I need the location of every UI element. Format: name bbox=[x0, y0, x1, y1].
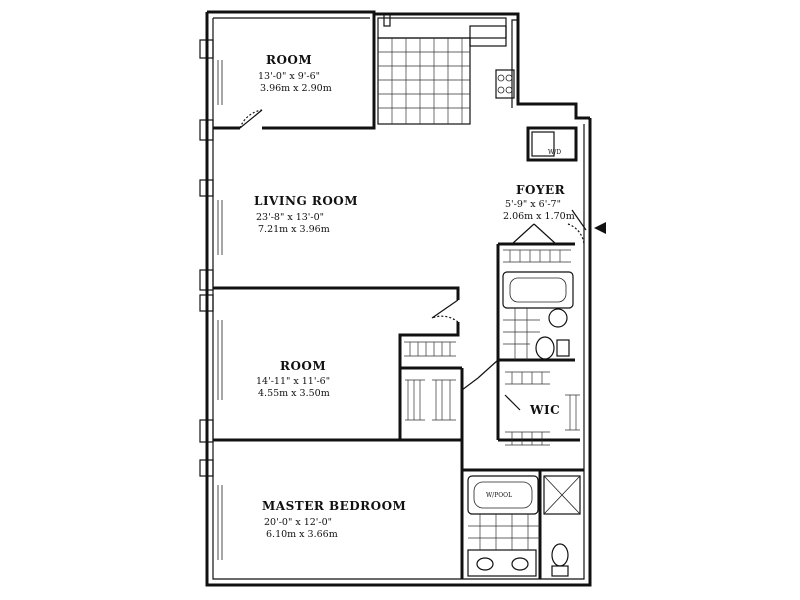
kitchen-tiles bbox=[377, 13, 515, 125]
washer-dryer-label: W/D bbox=[548, 149, 561, 156]
door-swings bbox=[239, 109, 587, 411]
living-room-dim-metric: 7.21m x 3.96m bbox=[258, 224, 330, 235]
outer-walls bbox=[205, 10, 592, 587]
foyer-label: FOYER 5'-9" x 6'-7" 2.06m x 1.70m bbox=[503, 183, 575, 222]
room1-label: ROOM 13'-0" x 9'-6" 3.96m x 2.90m bbox=[258, 53, 332, 94]
bath1-fixtures bbox=[502, 271, 574, 360]
interior-walls bbox=[213, 14, 584, 579]
entry-arrow-icon bbox=[594, 222, 606, 234]
room2-label: ROOM 14'-11" x 11'-6" 4.55m x 3.50m bbox=[256, 359, 330, 399]
master-bedroom-name: MASTER BEDROOM bbox=[262, 499, 406, 513]
foyer-dim-metric: 2.06m x 1.70m bbox=[503, 211, 575, 222]
room2-dim-imperial: 14'-11" x 11'-6" bbox=[256, 376, 330, 387]
master-bedroom-dim-imperial: 20'-0" x 12'-0" bbox=[264, 517, 332, 528]
foyer-name: FOYER bbox=[516, 183, 566, 197]
living-room-label: LIVING ROOM 23'-8" x 13'-0" 7.21m x 3.96… bbox=[254, 194, 358, 235]
master-bedroom-label: MASTER BEDROOM 20'-0" x 12'-0" 6.10m x 3… bbox=[262, 499, 406, 540]
living-room-dim-imperial: 23'-8" x 13'-0" bbox=[256, 212, 324, 223]
closet-hangers bbox=[404, 249, 580, 446]
wic-label: WIC bbox=[529, 403, 560, 417]
master-bedroom-dim-metric: 6.10m x 3.66m bbox=[266, 529, 338, 540]
living-room-name: LIVING ROOM bbox=[254, 194, 358, 208]
room1-dim-metric: 3.96m x 2.90m bbox=[260, 83, 332, 94]
room2-name: ROOM bbox=[280, 359, 326, 373]
window-jambs bbox=[199, 39, 223, 560]
foyer-dim-imperial: 5'-9" x 6'-7" bbox=[505, 199, 561, 210]
washer-dryer: W/D bbox=[531, 131, 561, 157]
room1-name: ROOM bbox=[266, 53, 312, 67]
room1-dim-imperial: 13'-0" x 9'-6" bbox=[258, 71, 320, 82]
room2-dim-metric: 4.55m x 3.50m bbox=[258, 388, 330, 399]
master-bath-fixtures bbox=[467, 475, 581, 577]
whirlpool-tub-label: W/POOL bbox=[486, 492, 512, 499]
